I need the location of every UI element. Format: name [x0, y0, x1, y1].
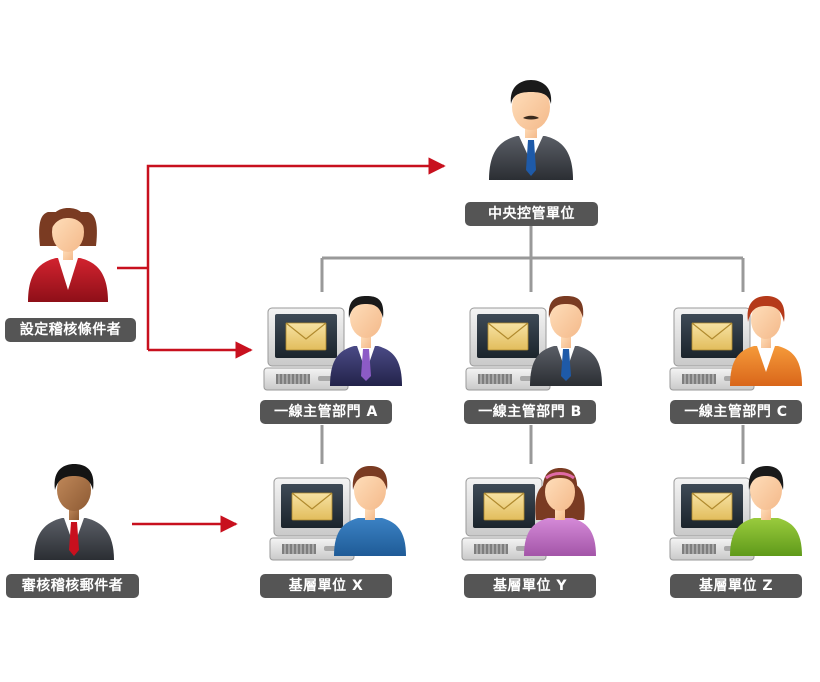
hierarchy-connectors — [320, 226, 745, 464]
person-icon — [730, 296, 802, 386]
person-icon — [524, 468, 596, 556]
setter-label: 設定稽核條件者 — [5, 318, 136, 342]
unit-x-label: 基層單位 X — [260, 574, 392, 598]
dept-c-label: 一線主管部門 C — [670, 400, 802, 424]
person-icon — [530, 296, 602, 386]
manager-person-icon — [489, 80, 573, 180]
arrow-to-central — [146, 157, 446, 350]
person-icon — [330, 296, 402, 386]
unit-y-label: 基層單位 Y — [464, 574, 596, 598]
central-label: 中央控管單位 — [465, 202, 598, 226]
reviewer-label: 審核稽核郵件者 — [6, 574, 139, 598]
flow-arrows — [117, 157, 446, 533]
male-person-icon — [34, 464, 114, 560]
female-person-icon — [28, 208, 108, 302]
person-icon — [730, 466, 802, 556]
dept-a-label: 一線主管部門 A — [260, 400, 392, 424]
unit-z-label: 基層單位 Z — [670, 574, 802, 598]
dept-b-label: 一線主管部門 B — [464, 400, 596, 424]
person-icon — [334, 466, 406, 556]
